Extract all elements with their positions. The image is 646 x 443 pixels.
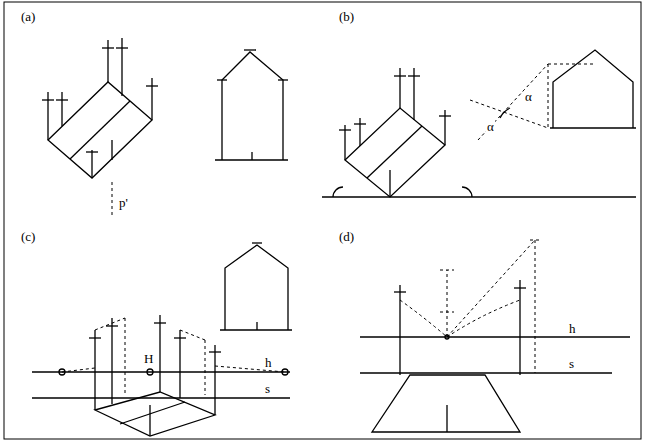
point-label: H	[143, 352, 154, 365]
angle-label: α	[486, 120, 495, 133]
panel-label: (b)	[338, 10, 355, 23]
line-label: s	[568, 357, 575, 370]
angle-label: α	[524, 90, 533, 103]
line-label: h	[264, 356, 273, 369]
panel-label: (c)	[20, 230, 36, 243]
line-label: s	[264, 382, 271, 395]
point-label: p'	[118, 196, 129, 209]
panel-label: (d)	[338, 230, 355, 243]
panel-label: (a)	[20, 10, 36, 23]
line-label: h	[568, 322, 577, 335]
